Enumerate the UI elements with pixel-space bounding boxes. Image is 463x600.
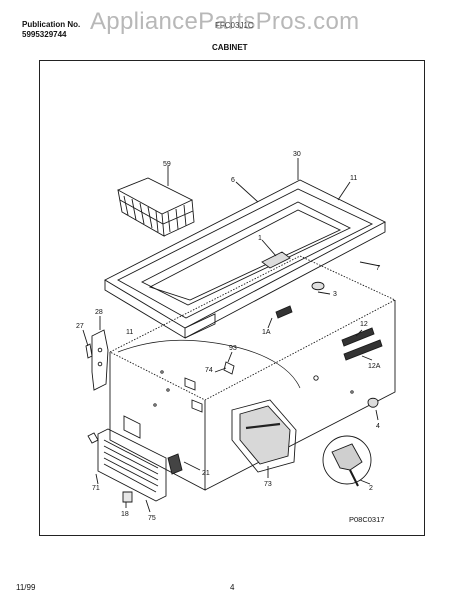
part-label-11-top: 11 [350,175,357,182]
part-label-12a: 12A [368,363,381,370]
watermark: AppliancePartsPros.com [90,8,360,35]
page-number: 4 [230,583,235,592]
model-number: FFC03J1C [215,21,254,30]
part-label-93: 93 [229,345,237,352]
drawing-code: P08C0317 [349,515,384,524]
part-label-1: 1 [258,235,262,242]
part-label-28: 28 [95,309,103,316]
latch-part [275,305,293,319]
part-label-1a: 1A [262,329,271,336]
publication-info: Publication No. 5995329744 [22,20,80,40]
section-title: CABINET [212,43,248,52]
part-label-3: 3 [333,291,337,298]
part-label-21: 21 [202,470,210,477]
cabinet-body [109,255,397,491]
part-label-30: 30 [293,151,301,158]
publication-number: 5995329744 [22,30,67,39]
part-label-7: 7 [376,265,380,272]
grille-part [87,415,167,503]
part-label-27: 27 [76,323,84,330]
label-12-part [341,327,375,347]
part-label-71: 71 [92,485,100,492]
part-label-59: 59 [163,161,171,168]
switch-21-part [167,453,183,475]
part-label-75: 75 [148,515,156,522]
part-label-4: 4 [376,423,380,430]
part-label-2: 2 [369,485,373,492]
part-label-18: 18 [121,511,129,518]
hinge-part [85,329,109,391]
nameplate-part [231,399,297,473]
part-label-12: 12 [360,321,368,328]
publication-label: Publication No. [22,20,81,29]
compressor-part [322,435,372,487]
part-label-73: 73 [264,481,272,488]
basket-part [116,177,195,237]
diagram-frame [39,60,425,536]
part-label-6: 6 [231,177,235,184]
screw-93-part [223,361,235,375]
lid-part [104,179,386,339]
footer-date: 11/99 [16,583,36,592]
label-12a-part [343,339,383,361]
part-label-74: 74 [205,367,213,374]
drain-plug-part [311,281,325,291]
foot-4-part [367,397,379,408]
part-label-11-left: 11 [126,329,133,336]
